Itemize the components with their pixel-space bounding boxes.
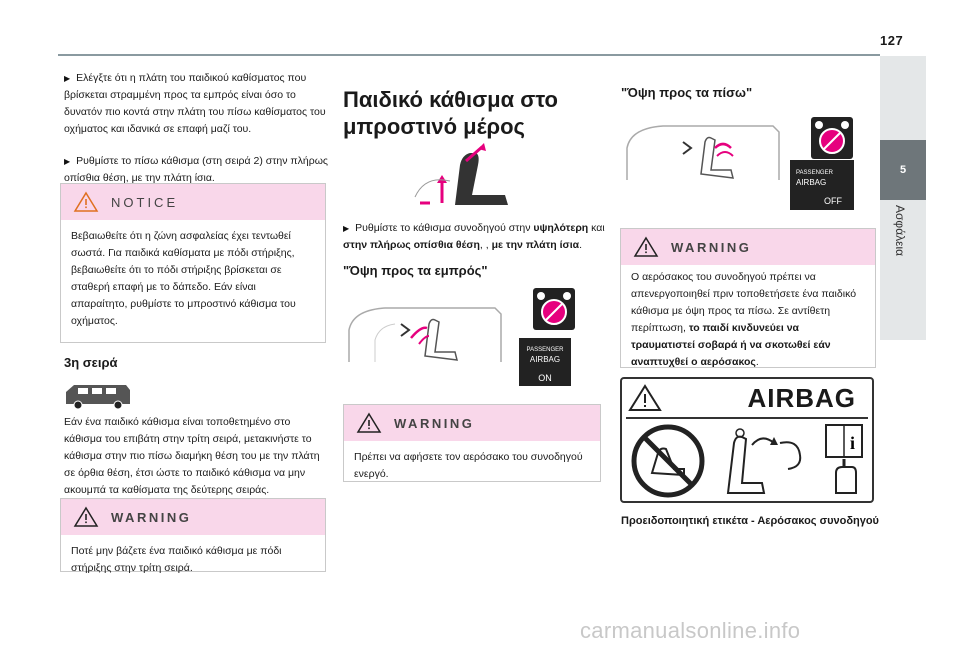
airbag-warning-label: AIRBAG i [620, 377, 874, 503]
col1-para2: ▶Ρυθμίστε το πίσω κάθισμα (στη σειρά 2) … [64, 155, 328, 184]
warning-triangle-icon [73, 506, 99, 527]
warning-triangle-icon [356, 412, 382, 433]
header-rule [58, 54, 880, 56]
warning-box-col1: WARNING Ποτέ μην βάζετε ένα παιδικό κάθι… [60, 498, 326, 574]
warning-triangle-icon [633, 236, 659, 257]
notice-title: NOTICE [111, 194, 179, 210]
warning-title: WARNING [394, 415, 475, 431]
rear-heading: "Όψη προς τα πίσω" [621, 85, 753, 100]
warning-box-col2: WARNING Πρέπει να αφήσετε τον αερόσακο τ… [343, 404, 601, 482]
row3-heading: 3η σειρά [64, 355, 118, 370]
warning-header: WARNING [61, 499, 325, 535]
airbag-label-rule [626, 417, 868, 419]
notice-box: NOTICE Βεβαιωθείτε ότι η ζώνη ασφαλείας … [60, 183, 326, 343]
bullet-arrow-icon: ▶ [64, 74, 71, 83]
watermark: carmanualsonline.info [580, 618, 801, 643]
side-tab-bg-bottom [880, 200, 926, 340]
airbag-label-header: AIRBAG [628, 383, 866, 413]
bullet-arrow-icon: ▶ [343, 224, 350, 233]
passenger-airbag-on-tag: PASSENGER AIRBAG ON [519, 338, 571, 386]
passenger-airbag-off-tag: PASSENGER AIRBAG OFF [790, 160, 854, 210]
read-manual-icon: i [825, 424, 863, 494]
col1-para1: ▶Ελέγξτε ότι η πλάτη του παιδικού καθίσμ… [64, 72, 326, 135]
airbag-status-icon [533, 288, 575, 330]
warning-text: Πρέπει να αφήσετε τον αερόσακο του συνοδ… [354, 451, 583, 480]
car-rear-facing-illustration [626, 125, 780, 180]
warning-text: Ποτέ μην βάζετε ένα παιδικό κάθισμα με π… [71, 545, 282, 574]
car-forward-facing-illustration [348, 307, 502, 362]
svg-text:i: i [850, 433, 855, 453]
side-tab-label: Ασφάλεια [893, 205, 907, 257]
warning-triangle-icon [73, 191, 99, 212]
warning-triangle-icon [628, 384, 662, 411]
seat-adjust-illustration [414, 143, 508, 205]
side-tab-number: 5 [880, 140, 926, 200]
airbag-label-title: AIRBAG [747, 382, 856, 413]
page-number: 127 [880, 33, 904, 48]
forward-heading: "Όψη προς τα εμπρός" [343, 263, 488, 278]
bullet-arrow-icon: ▶ [64, 157, 71, 166]
airbag-deploy-seat-icon [726, 428, 802, 494]
side-tab-bg-top [880, 56, 926, 140]
warning-header: WARNING [344, 405, 600, 441]
airbag-label-caption: Προειδοποιητική ετικέτα - Αερόσακος συνο… [621, 515, 879, 527]
col2-instruction: ▶Ρυθμίστε το κάθισμα συνοδηγού στην υψηλ… [343, 222, 605, 251]
row3-text: Εάν ένα παιδικό κάθισμα είναι τοποθετημέ… [64, 416, 320, 496]
warning-text: Ο αερόσακος του συνοδηγού πρέπει να απεν… [631, 271, 857, 368]
no-rear-facing-seat-icon [631, 424, 705, 498]
notice-header: NOTICE [61, 184, 325, 220]
col2-heading: Παιδικό κάθισμα στο μπροστινό μέρος [343, 87, 558, 139]
notice-text: Βεβαιωθείτε ότι η ζώνη ασφαλείας έχει τε… [71, 230, 296, 327]
warning-title: WARNING [671, 239, 752, 255]
van-icon [66, 385, 130, 410]
warning-title: WARNING [111, 509, 192, 525]
warning-box-col3: WARNING Ο αερόσακος του συνοδηγού πρέπει… [620, 228, 876, 368]
airbag-status-icon [811, 117, 853, 159]
warning-header: WARNING [621, 229, 875, 265]
